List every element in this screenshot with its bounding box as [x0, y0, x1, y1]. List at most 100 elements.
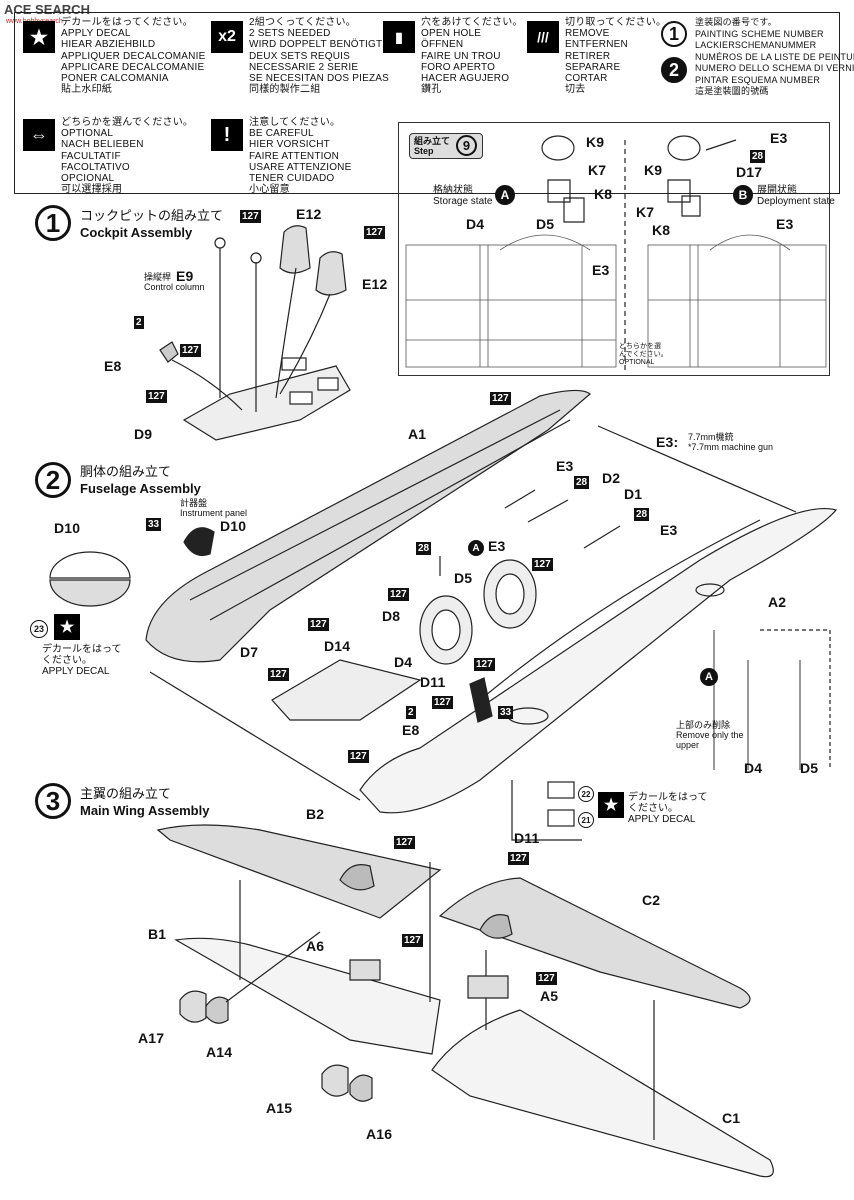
- star-decal-icon-2: ★: [54, 614, 80, 640]
- part-label: A5: [540, 988, 559, 1004]
- state-a-icon: A: [700, 668, 718, 686]
- tag-127: 127: [308, 618, 329, 631]
- drill-hole-icon: ▮: [383, 21, 415, 53]
- step2-number: 2: [35, 462, 71, 498]
- part-label: A2: [768, 594, 787, 610]
- part-label: B1: [148, 926, 167, 942]
- part-label: E3: [592, 262, 610, 278]
- tag-28: 28: [416, 542, 432, 555]
- wing-b1: [174, 937, 441, 1055]
- part-label: D11: [420, 674, 446, 690]
- tag-127: 127: [402, 934, 423, 947]
- step1-title: コックピットの組み立て Cockpit Assembly: [80, 207, 223, 241]
- legend-x2-text: 2組つくってください。 2 SETS NEEDED WIRD DOPPELT B…: [249, 17, 390, 96]
- part-label: E8: [104, 358, 122, 374]
- machine-gun-note: 7.7mm機銃 *7.7mm machine gun: [688, 432, 774, 452]
- tag-2: 2: [406, 706, 416, 719]
- tag-127: 127: [146, 390, 167, 403]
- step3-title-jp: 主翼の組み立て: [80, 786, 172, 801]
- state-a-icon: A: [468, 540, 484, 556]
- fuselage-right-half: [359, 507, 838, 814]
- part-label: E12: [362, 276, 388, 292]
- part-label: D4: [394, 654, 413, 670]
- inset-optional-note: どちらかを選 んでください。 OPTIONAL: [619, 343, 668, 366]
- part-label: E12: [296, 206, 322, 222]
- tag-127: 127: [180, 344, 201, 357]
- scheme-2-icon: 2: [661, 57, 687, 83]
- part-label: D4: [744, 760, 763, 776]
- caution-icon: !: [211, 119, 243, 151]
- tag-28: 28: [574, 476, 590, 489]
- step2-title-jp: 胴体の組み立て: [80, 464, 172, 479]
- tag-127: 127: [240, 210, 261, 223]
- part-label: K7: [636, 204, 655, 220]
- step3-title: 主翼の組み立て Main Wing Assembly: [80, 785, 209, 819]
- part-label: A1: [408, 426, 427, 442]
- step3-number: 3: [35, 783, 71, 819]
- part-label: D4: [466, 216, 485, 232]
- part-label: K7: [588, 162, 607, 178]
- part-label: A14: [206, 1044, 233, 1060]
- remove-upper-note: 上部のみ削除 Remove only the upper: [676, 720, 744, 750]
- part-label: D1: [624, 486, 643, 502]
- deployment-state-label: 展開状態 Deployment state: [757, 185, 835, 207]
- part-label: A17: [138, 1030, 165, 1046]
- part-label: E3: [770, 130, 788, 146]
- part-label: D10: [220, 518, 247, 534]
- legend-scheme-text: 塗装図の番号です。 PAINTING SCHEME NUMBER LACKIER…: [695, 17, 854, 96]
- part-label: E3: [776, 216, 794, 232]
- part-label: K8: [652, 222, 671, 238]
- optional-arrows-icon: ⇔: [23, 119, 55, 151]
- bulkhead-d5: [483, 559, 537, 629]
- part-label: D9: [134, 426, 153, 442]
- scheme-1-icon: 1: [661, 21, 687, 47]
- part-label: A6: [306, 938, 325, 954]
- tag-127: 127: [532, 558, 553, 571]
- step2-title-en: Fuselage Assembly: [80, 481, 201, 496]
- part-label: E3: [488, 538, 506, 554]
- star-decal-icon-3: ★: [598, 792, 624, 818]
- legend-decal-text: デカールをはってください。 APPLY DECAL HIEAR ABZIEHBI…: [61, 17, 206, 96]
- part-label: K8: [594, 186, 613, 202]
- tag-127: 127: [432, 696, 453, 709]
- instrument-panel-label: 計器盤 Instrument panel: [180, 498, 248, 518]
- state-b-icon: B: [733, 185, 753, 205]
- step9-number: 9: [456, 135, 477, 156]
- legend-optional-text: どちらかを選んでください。 OPTIONAL NACH BELIEBEN FAC…: [61, 117, 194, 196]
- cockpit-floor-drawing: [159, 225, 351, 441]
- part-label: D2: [602, 470, 621, 486]
- step3-title-en: Main Wing Assembly: [80, 803, 210, 818]
- part-label: A15: [266, 1100, 293, 1116]
- part-label: D17: [736, 164, 763, 180]
- tag-28: 28: [634, 508, 650, 521]
- bulkhead-d4: [419, 595, 473, 665]
- part-label: D10: [54, 520, 81, 536]
- part-label: D7: [240, 644, 259, 660]
- tag-127: 127: [388, 588, 409, 601]
- part-label: C2: [642, 892, 661, 908]
- part-label: E3:: [656, 434, 679, 450]
- step9-inset: 組み立て Step 9 格納状態 Storage state A B 展開状態 …: [398, 122, 835, 376]
- fuselage-left-half: [145, 389, 591, 663]
- tag-127: 127: [394, 836, 415, 849]
- step2-title: 胴体の組み立て Fuselage Assembly: [80, 463, 201, 497]
- wing-c1: [431, 1009, 774, 1178]
- part-label: C1: [722, 1110, 741, 1126]
- step9-label: 組み立て Step: [414, 136, 451, 156]
- tag-28: 28: [750, 150, 766, 163]
- tag-127: 127: [508, 852, 529, 865]
- part-label: D5: [454, 570, 473, 586]
- part-label: A16: [366, 1126, 393, 1142]
- apply-decal-note-1: デカールをはって ください。 APPLY DECAL: [42, 644, 122, 677]
- tag-33: 33: [146, 518, 162, 531]
- part-label: E9: [176, 268, 194, 284]
- step1-title-en: Cockpit Assembly: [80, 225, 193, 240]
- tag-33: 33: [498, 706, 514, 719]
- part-label: K9: [586, 134, 605, 150]
- tag-127: 127: [490, 392, 511, 405]
- part-label: E3: [660, 522, 678, 538]
- decal-23-marker: 23: [30, 620, 48, 638]
- part-label: K9: [644, 162, 663, 178]
- tag-127: 127: [348, 750, 369, 763]
- legend-hole-text: 穴をあけてください。 OPEN HOLE ÖFFNEN FAIRE UN TRO…: [421, 17, 523, 96]
